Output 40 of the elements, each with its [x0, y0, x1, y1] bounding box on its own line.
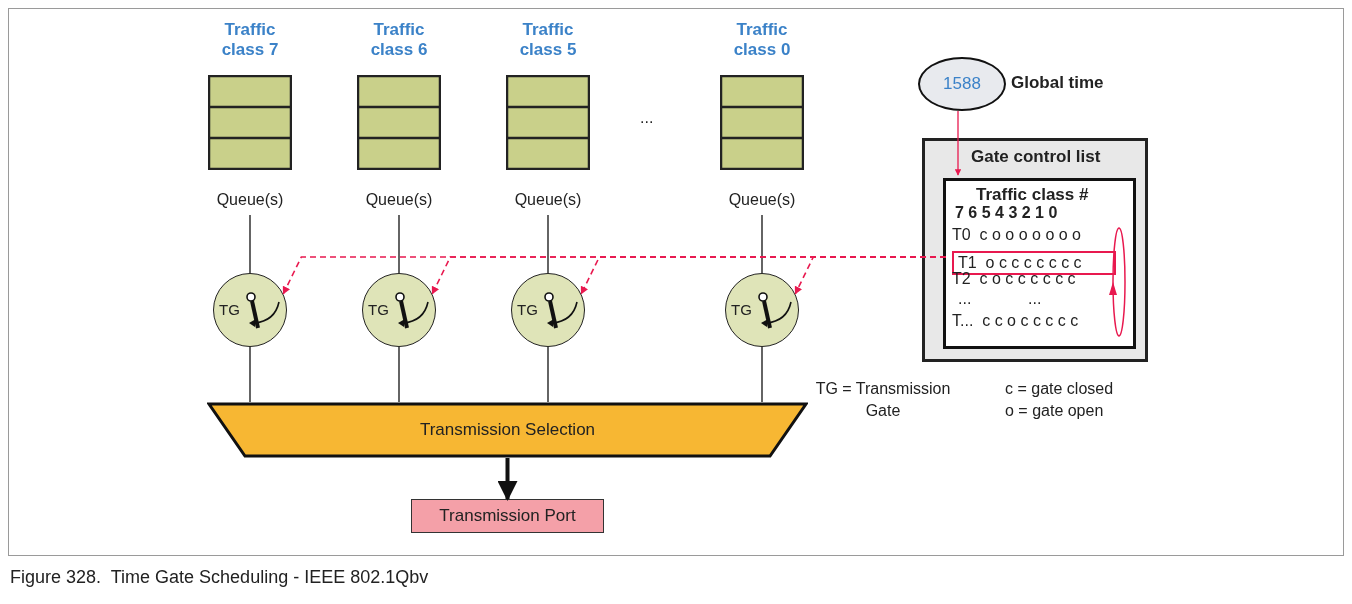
gate-label: TG [731, 301, 752, 319]
gate-label: TG [517, 301, 538, 319]
gate-label: TG [219, 301, 240, 319]
legend-note: o = gate open [1005, 401, 1105, 421]
selection-label: Transmission Selection [418, 420, 597, 440]
connector-line [761, 214, 763, 274]
connector-line [249, 214, 251, 274]
table-row-text: ... [958, 289, 973, 309]
queue-label: Queue(s) [513, 190, 583, 210]
table-row-text: T0 c o o o o o o o [952, 225, 1082, 245]
connector-line [761, 346, 763, 403]
legend-note: TG = Transmission Gate [814, 379, 952, 421]
figure-caption: Figure 328. Time Gate Scheduling - IEEE 802.1Qbv [10, 566, 429, 588]
arrow [497, 458, 518, 501]
gate-label: TG [368, 301, 389, 319]
table-row-text: T... c c o c c c c c [952, 311, 1080, 331]
arrow [954, 110, 962, 176]
panel-title: Gate control list [971, 147, 1101, 167]
list-panel [922, 138, 1148, 362]
queue-title: Traffic class 6 [369, 20, 429, 60]
clock-caption: Global time [1011, 72, 1104, 94]
queue-title: Traffic class 0 [732, 20, 792, 60]
clock-ellipse: 1588 [918, 57, 1006, 111]
connector-line [398, 346, 400, 403]
ellipsis-text: ... [640, 108, 655, 128]
table-row-text: ... [1028, 289, 1043, 309]
column-numbers: 7 6 5 4 3 2 1 0 [955, 203, 1059, 223]
table-heading: Traffic class # [976, 185, 1089, 205]
legend-note: c = gate closed [1005, 379, 1115, 399]
connector-line [547, 214, 549, 274]
connector-line [398, 214, 400, 274]
connector-line [249, 346, 251, 403]
queue-label: Queue(s) [727, 190, 797, 210]
table-box [943, 178, 1136, 349]
connector-line [547, 346, 549, 403]
queue-label: Queue(s) [364, 190, 434, 210]
queue-title: Traffic class 5 [518, 20, 578, 60]
queue-title: Traffic class 7 [220, 20, 280, 60]
queue-label: Queue(s) [215, 190, 285, 210]
port-box: Transmission Port [411, 499, 604, 533]
